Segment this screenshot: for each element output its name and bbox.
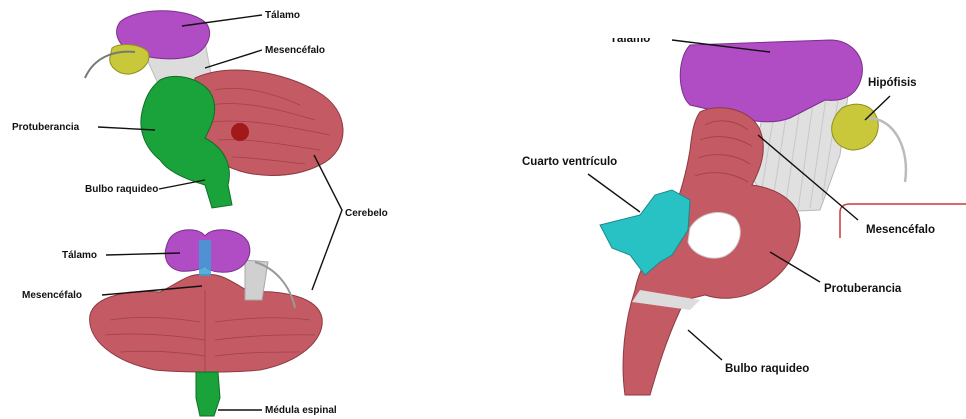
yellow-structure-top — [110, 45, 149, 75]
red-dot — [231, 123, 249, 141]
mesencephalon-blue-strip — [199, 240, 211, 276]
label-bulbo-left: Bulbo raquideo — [85, 184, 158, 195]
left-top-brain-lateral — [85, 11, 343, 208]
label-talamo-top: Tálamo — [265, 10, 300, 21]
right-brainstem-sagittal — [600, 40, 966, 395]
label-protuberancia-left: Protuberancia — [12, 122, 80, 133]
green-spinal-cord — [196, 372, 220, 416]
label-mesencefalo-right: Mesencéfalo — [866, 224, 935, 236]
left-bottom-brain-dorsal — [90, 230, 323, 416]
label-bulbo-right: Bulbo raquideo — [725, 363, 809, 375]
label-medula: Médula espinal — [265, 405, 337, 416]
label-cerebelo: Cerebelo — [345, 208, 388, 219]
label-talamo-bottom: Tálamo — [62, 250, 97, 261]
label-mesencefalo-bottom: Mesencéfalo — [22, 290, 82, 301]
label-mesencefalo-top: Mesencéfalo — [265, 45, 325, 56]
label-hipofisis: Hipófisis — [868, 77, 917, 89]
hipofisis-shape — [832, 104, 879, 150]
label-protuberancia-right: Protuberancia — [824, 283, 902, 295]
label-cuarto-ventriculo: Cuarto ventrículo — [522, 156, 617, 168]
top-white-mask — [600, 20, 710, 38]
